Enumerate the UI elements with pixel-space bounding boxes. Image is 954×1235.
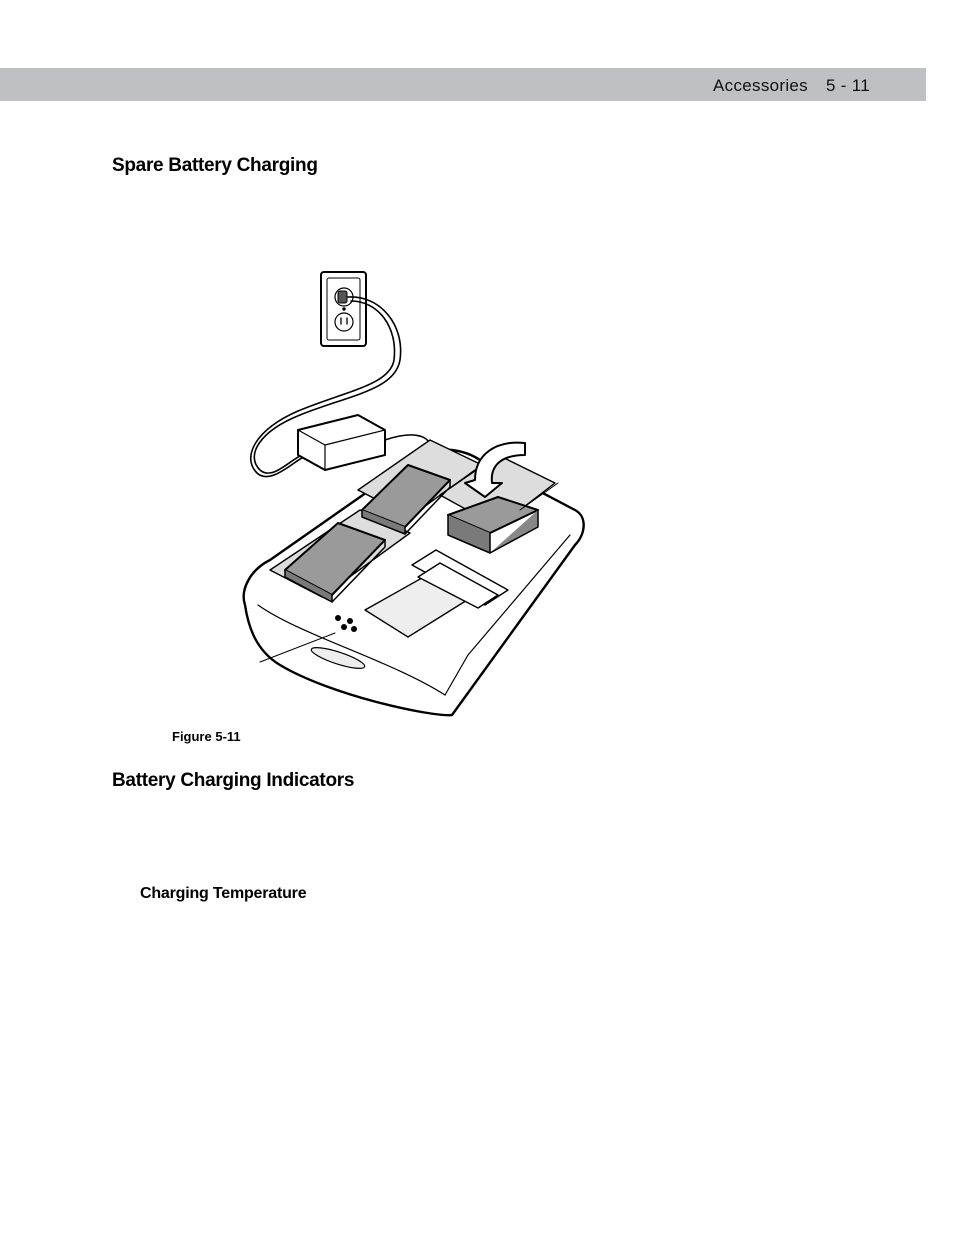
running-header: Accessories 5 - 11	[0, 68, 926, 101]
insert-arrow-icon	[464, 441, 526, 498]
battery-left-icon	[284, 522, 386, 603]
battery-charger-illustration	[242, 271, 585, 717]
battery-inserting-icon	[447, 496, 539, 554]
battery-back-icon	[361, 464, 451, 535]
power-adapter-icon	[297, 414, 432, 471]
wall-outlet-icon	[320, 271, 367, 347]
callout-line-leds	[259, 632, 336, 663]
subsection-heading-charging-temperature: Charging Temperature	[140, 885, 307, 902]
header-section-title: Accessories	[713, 76, 808, 95]
power-cable	[249, 296, 402, 478]
figure-caption: Figure 5-11	[172, 729, 241, 744]
header-text: Accessories 5 - 11	[713, 76, 870, 96]
page-number: 5 - 11	[825, 76, 870, 95]
callout-line-battery	[519, 482, 559, 511]
section-heading-battery-indicators: Battery Charging Indicators	[112, 770, 355, 791]
section-heading-spare-battery: Spare Battery Charging	[112, 155, 318, 176]
